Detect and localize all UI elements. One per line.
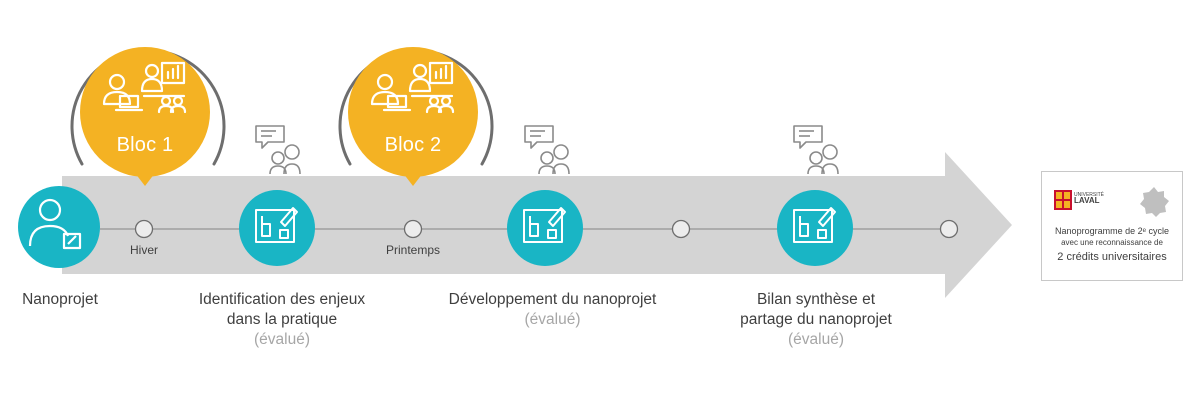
university-crest-icon	[1054, 190, 1072, 210]
step-title-line1: Identification des enjeux	[198, 291, 366, 308]
step-label-identification: Identification des enjeux dans la pratiq…	[167, 290, 397, 350]
step-status: (évalué)	[788, 331, 844, 348]
discussion-icon	[793, 125, 839, 175]
milestone-dot	[134, 219, 154, 239]
university-name: LAVAL	[1074, 196, 1100, 205]
milestone-dot	[403, 219, 423, 239]
step-title: Nanoprojet	[22, 291, 98, 308]
blueprint-icon	[255, 207, 298, 243]
step-node-developpement	[507, 190, 583, 266]
seal-icon	[1140, 187, 1169, 217]
certificate-line3: 2 crédits universitaires	[1057, 251, 1167, 263]
step-label-nanoprojet: Nanoprojet	[0, 290, 120, 310]
certificate-line1: Nanoprogramme de 2ᵉ cycle	[1055, 226, 1169, 236]
step-status: (évalué)	[524, 311, 581, 328]
presentation-icon	[370, 61, 455, 114]
step-title-line2: partage du nanoprojet	[740, 311, 892, 328]
milestone-dot	[671, 219, 691, 239]
bloc-1-label: Bloc 1	[116, 134, 174, 156]
step-title-line2: dans la pratique	[226, 311, 338, 328]
step-node-identification	[239, 190, 315, 266]
certificate-line2: avec une reconnaissance de	[1061, 238, 1163, 247]
discussion-icon	[524, 125, 570, 175]
season-label-hiver: Hiver	[129, 243, 158, 257]
milestone-dot	[939, 219, 959, 239]
presentation-icon	[102, 61, 187, 114]
discussion-icon	[255, 125, 301, 175]
nanoprojet-node	[18, 186, 100, 268]
bloc-2-badge	[338, 47, 494, 186]
university-small: UNIVERSITÉ	[1074, 192, 1105, 198]
blueprint-icon	[793, 207, 836, 243]
step-label-bilan: Bilan synthèse et partage du nanoprojet …	[706, 290, 926, 350]
learner-icon	[28, 198, 82, 250]
blueprint-icon	[523, 207, 566, 243]
step-node-bilan	[777, 190, 853, 266]
bloc-1-badge	[70, 47, 226, 186]
university-wordmark: UNIVERSITÉ LAVAL	[1074, 192, 1114, 205]
step-title-line1: Développement du nanoprojet	[448, 291, 657, 308]
step-title-line1: Bilan synthèse et	[756, 291, 876, 308]
certificate-card: UNIVERSITÉ LAVAL Nanoprogramme de 2ᵉ cyc…	[1041, 171, 1183, 281]
bloc-2-label: Bloc 2	[384, 134, 442, 156]
step-status: (évalué)	[254, 331, 310, 348]
season-label-printemps: Printemps	[385, 243, 441, 257]
step-label-developpement: Développement du nanoprojet (évalué)	[420, 290, 685, 330]
